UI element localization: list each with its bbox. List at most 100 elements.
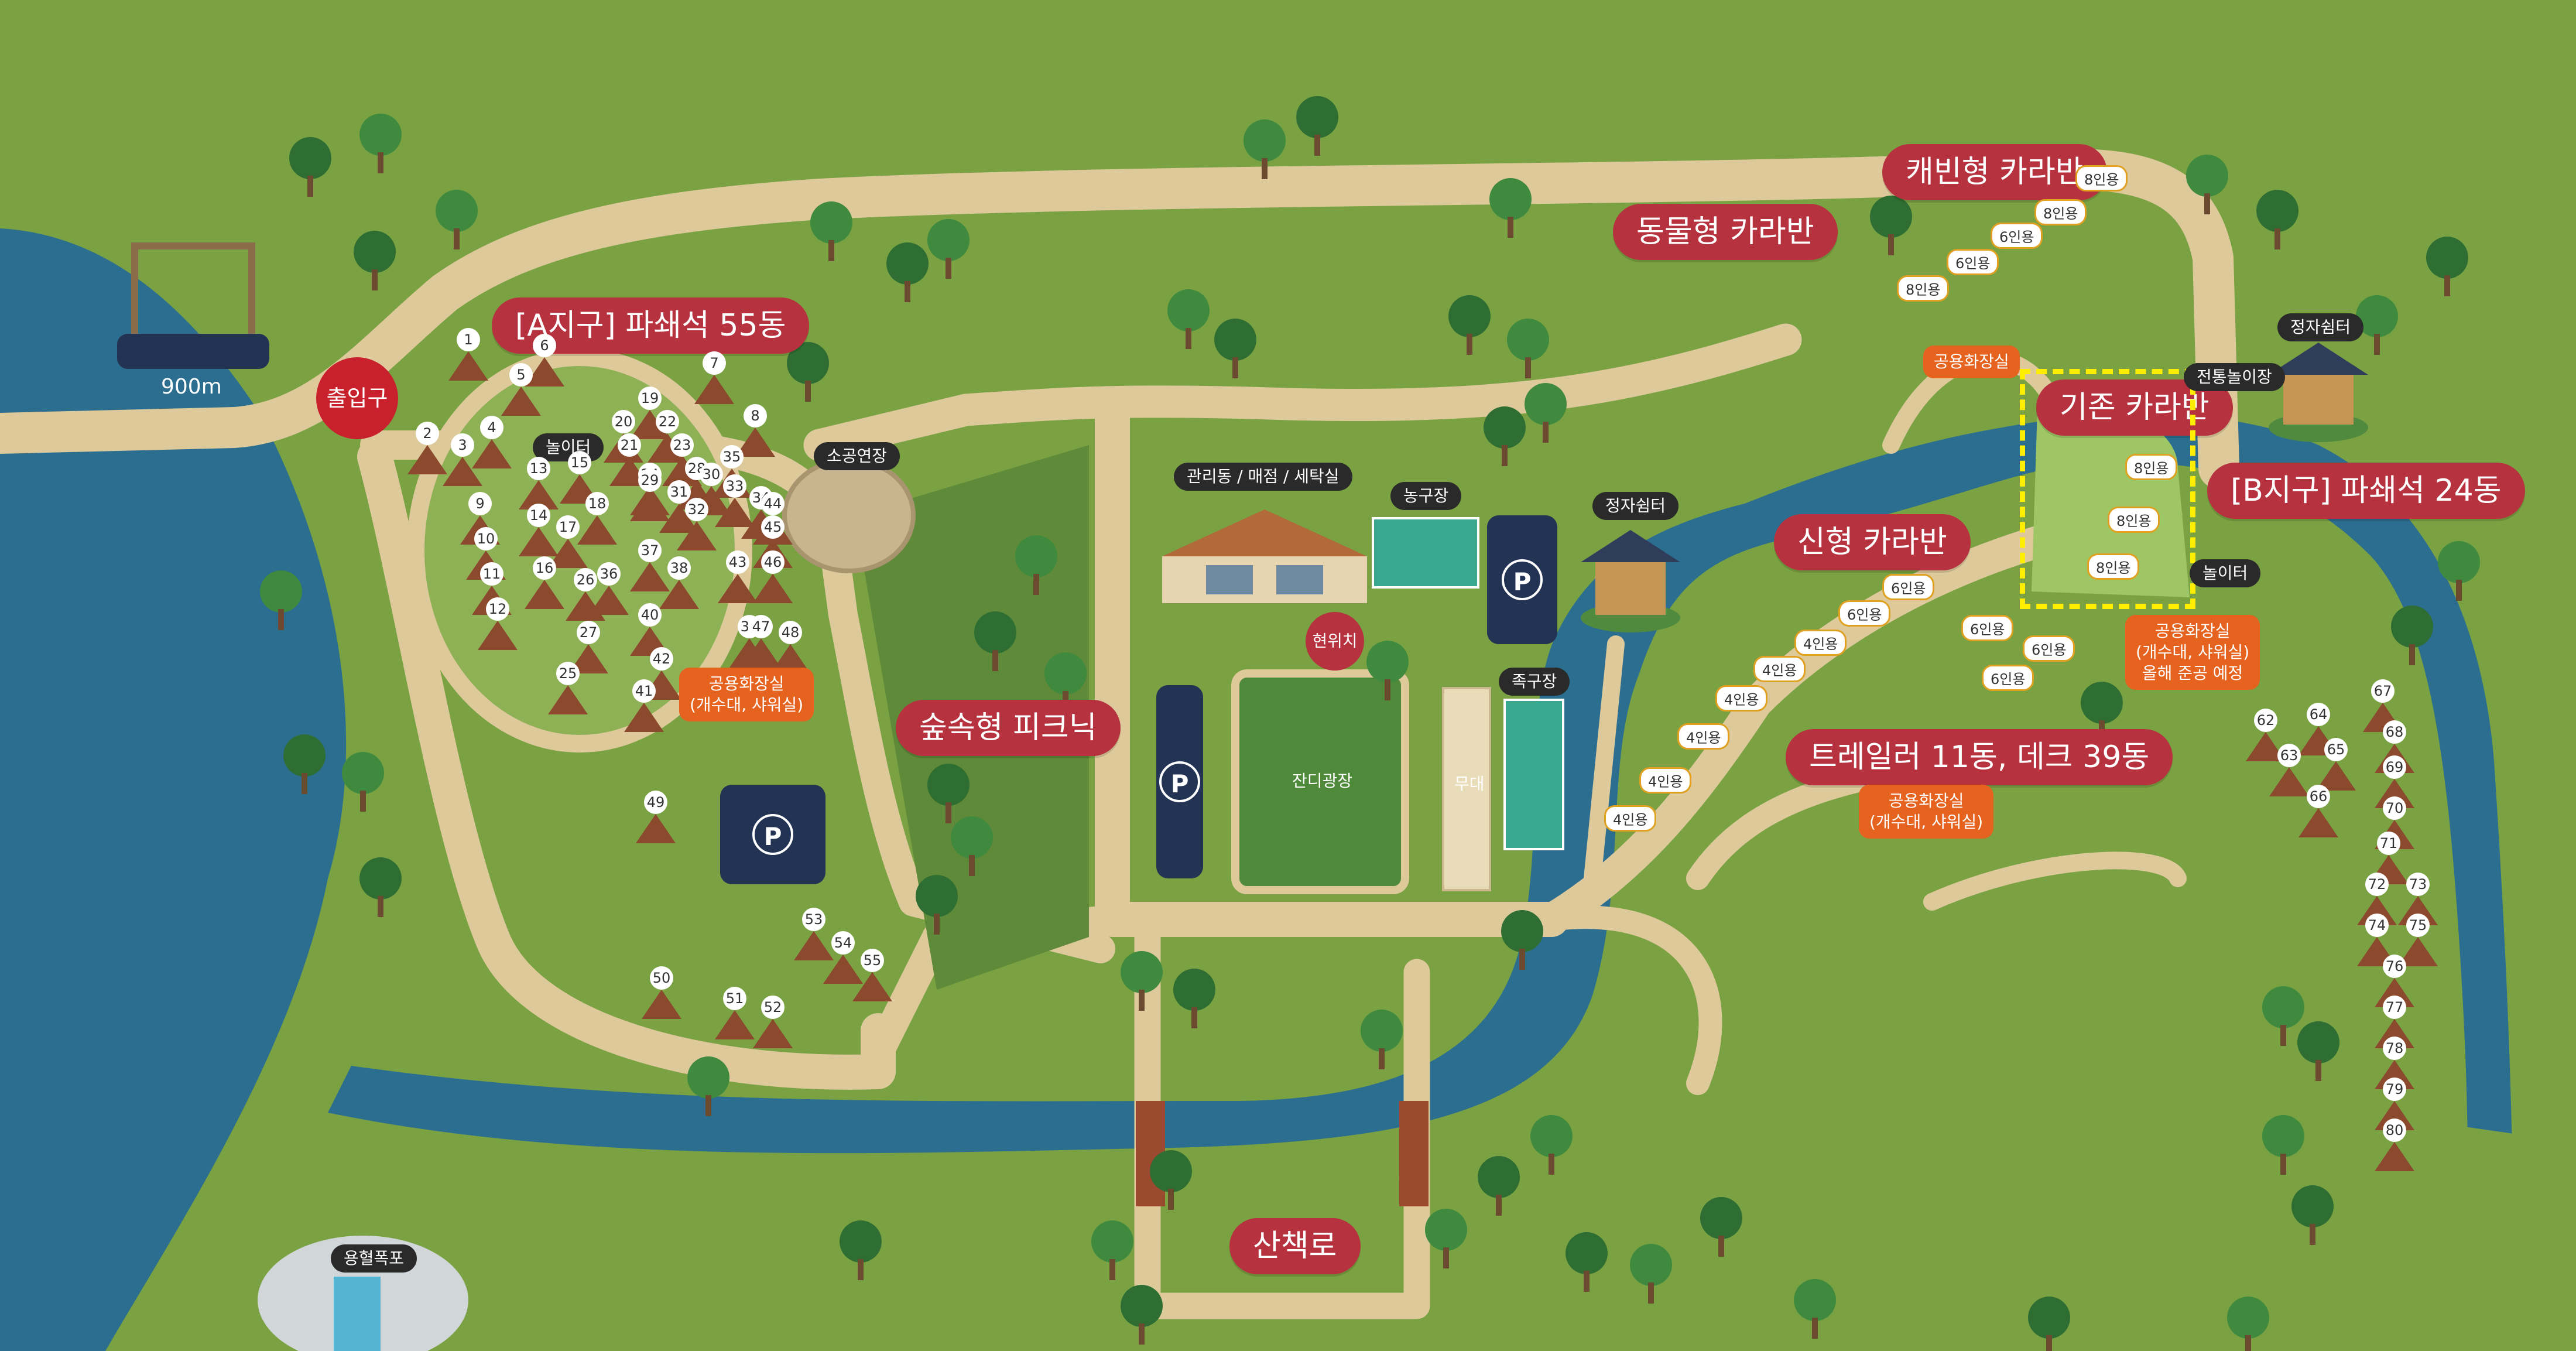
tree-trunk bbox=[2374, 334, 2380, 355]
tree bbox=[787, 342, 829, 384]
tree bbox=[1244, 119, 1286, 162]
tree bbox=[2356, 295, 2398, 337]
zone-a-site: 33 bbox=[723, 474, 746, 498]
zone-a-site: 15 bbox=[568, 451, 591, 474]
tree-trunk bbox=[1467, 334, 1472, 355]
campsite-tent bbox=[501, 387, 541, 416]
zone-a-site: 16 bbox=[533, 556, 556, 580]
campsite-tent bbox=[2269, 767, 2309, 796]
zone-b-site: 76 bbox=[2383, 955, 2406, 978]
tree bbox=[1121, 951, 1163, 993]
zone-a-site: 51 bbox=[723, 987, 746, 1010]
zone-a-site: 2 bbox=[416, 422, 439, 445]
campsite-tent bbox=[694, 375, 734, 404]
tree-trunk bbox=[1549, 1154, 1554, 1175]
tree bbox=[1173, 969, 1215, 1011]
tree bbox=[886, 242, 929, 285]
restroom-top-title: 공용화장실 bbox=[1934, 352, 2009, 371]
campsite-tent bbox=[677, 521, 717, 550]
tree bbox=[1478, 1156, 1520, 1198]
campsite-tent bbox=[718, 574, 758, 603]
zone-a-site: 21 bbox=[618, 433, 641, 457]
zone-a-site: 36 bbox=[597, 562, 621, 586]
new-caravan-badge: 6인용 bbox=[2023, 635, 2075, 662]
restroom-trailer: 공용화장실 (개수대, 샤워실) bbox=[1859, 785, 1994, 839]
zone-b-site: 74 bbox=[2365, 914, 2389, 937]
zone-a-site: 55 bbox=[861, 949, 884, 972]
campsite-tent bbox=[735, 427, 775, 457]
zone-b-site: 77 bbox=[2383, 996, 2406, 1019]
lawn-plaza-label: 잔디광장 bbox=[1292, 771, 1353, 791]
campsite-tent bbox=[443, 457, 482, 486]
restroom-trailer-title: 공용화장실 bbox=[1888, 791, 1964, 810]
zone-a-site: 17 bbox=[556, 515, 580, 539]
new-caravan-badge: 4인용 bbox=[1715, 685, 1768, 712]
campsite-tent bbox=[568, 644, 608, 673]
tree-trunk bbox=[2204, 193, 2210, 214]
tree bbox=[927, 764, 970, 806]
tree-trunk bbox=[946, 258, 951, 279]
restroom-a-title: 공용화장실 bbox=[708, 674, 785, 693]
cabin-badge: 8인용 bbox=[1897, 275, 1950, 302]
tree bbox=[1870, 196, 1912, 238]
tree-trunk bbox=[1314, 135, 1320, 156]
tree bbox=[1794, 1279, 1836, 1321]
tree bbox=[1484, 406, 1526, 449]
tree-trunk bbox=[2274, 228, 2280, 249]
distance-label: 900m bbox=[161, 375, 222, 399]
tree-trunk bbox=[454, 228, 460, 249]
zone-a-site: 26 bbox=[574, 568, 597, 591]
tree bbox=[840, 1220, 882, 1263]
tree bbox=[2186, 155, 2228, 197]
campsite-tent bbox=[630, 410, 670, 439]
zone-a-site: 27 bbox=[577, 621, 600, 644]
zone-b-site: 75 bbox=[2406, 914, 2430, 937]
tree-trunk bbox=[905, 281, 910, 302]
tree bbox=[1015, 535, 1057, 577]
campsite-tent bbox=[636, 814, 676, 843]
zone-a-site: 20 bbox=[612, 410, 635, 433]
campsite-tent bbox=[577, 515, 617, 545]
trail-label: 산책로 bbox=[1229, 1218, 1361, 1274]
tree-trunk bbox=[1648, 1282, 1654, 1304]
existing-caravan-badge: 8인용 bbox=[2125, 454, 2178, 480]
cabin-badge: 6인용 bbox=[1947, 249, 1999, 275]
tree-trunk bbox=[1888, 234, 1894, 255]
campsite-tent bbox=[519, 527, 559, 556]
new-caravan-badge: 6인용 bbox=[1882, 574, 1935, 600]
zone-a-site: 47 bbox=[749, 615, 773, 638]
tree bbox=[1566, 1232, 1608, 1274]
tree-trunk bbox=[378, 152, 383, 173]
tree bbox=[1366, 641, 1409, 683]
campsite-tent bbox=[753, 1019, 793, 1048]
tree-trunk bbox=[1139, 990, 1145, 1011]
new-caravan-badge: 6인용 bbox=[1838, 600, 1891, 627]
campsite-tent bbox=[741, 638, 781, 668]
amphitheater-tag: 소공연장 bbox=[814, 442, 900, 470]
campsite-tent bbox=[589, 586, 629, 615]
tree-trunk bbox=[307, 176, 313, 197]
tree-trunk bbox=[2245, 1335, 2251, 1351]
campsite-tent bbox=[472, 439, 512, 468]
basketball-tag: 농구장 bbox=[1390, 482, 1462, 510]
zone-a-site: 7 bbox=[703, 351, 726, 375]
zone-b-site: 72 bbox=[2365, 873, 2389, 896]
tree bbox=[2438, 541, 2480, 583]
tree bbox=[2391, 606, 2433, 648]
campsite-tent bbox=[659, 580, 699, 609]
tree bbox=[1121, 1285, 1163, 1327]
campsite-tent bbox=[525, 580, 564, 609]
tree bbox=[2297, 1021, 2339, 1063]
tree bbox=[354, 231, 396, 273]
zone-a-site: 5 bbox=[509, 363, 533, 387]
tree bbox=[1507, 319, 1549, 361]
zone-b-site: 79 bbox=[2383, 1078, 2406, 1101]
tree bbox=[2262, 986, 2304, 1028]
tree-trunk bbox=[302, 773, 307, 794]
tree-trunk bbox=[1232, 357, 1238, 378]
zone-a-site: 12 bbox=[486, 597, 509, 621]
campsite-tent bbox=[2298, 808, 2338, 837]
tree-trunk bbox=[1519, 949, 1525, 970]
zone-b-site: 80 bbox=[2383, 1119, 2406, 1142]
